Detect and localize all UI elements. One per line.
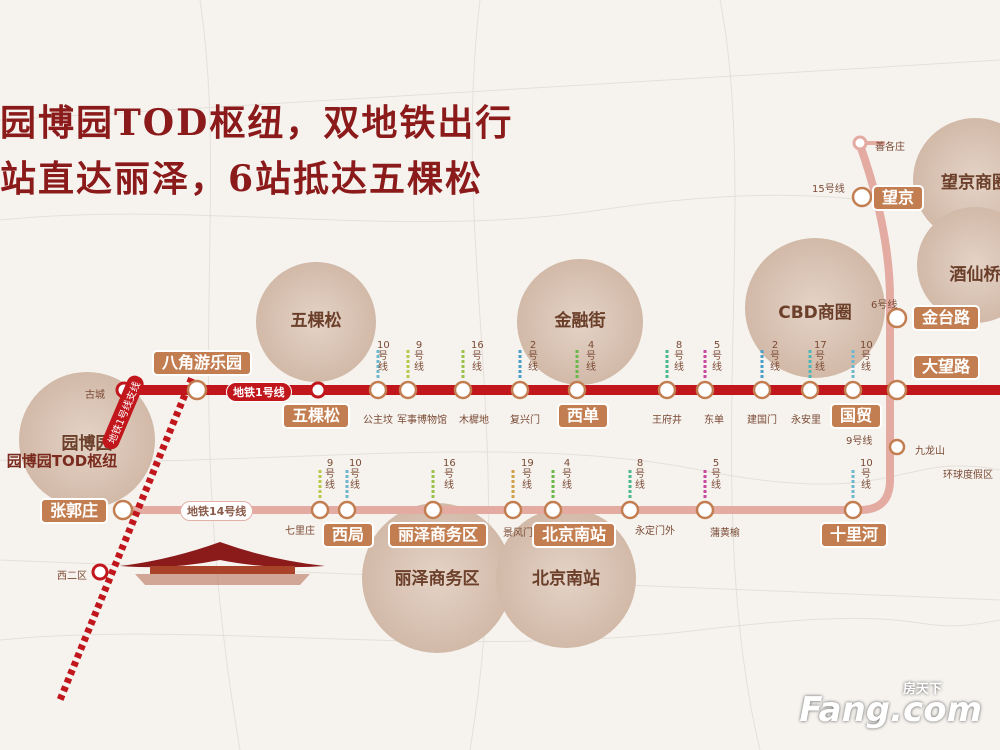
transfer-l5-dongdan: 5号线 — [712, 340, 722, 373]
tod-hub-label: 园博园TOD枢纽 — [6, 452, 118, 470]
zone-circle-jinrongjie — [517, 259, 643, 385]
line-14-label: 地铁14号线 — [180, 501, 254, 521]
zone-label-lize: 丽泽商务区 — [394, 569, 480, 589]
station-beijingnan[interactable]: 北京南站 — [532, 522, 617, 548]
station-fuxingmen: 复兴门 — [510, 415, 540, 426]
station-jintailu[interactable]: 金台路 — [912, 305, 981, 331]
station-wangfujing: 王府井 — [652, 415, 682, 426]
transfer-l8-yongdingmenwai: 8号线 — [635, 458, 645, 491]
transfer-l9-guomao: 9号线 — [846, 436, 873, 447]
station-guomao[interactable]: 国贸 — [830, 403, 883, 429]
station-junbo: 军事博物馆 — [397, 415, 447, 426]
station-dongdan: 东单 — [704, 415, 724, 426]
transfer-l2-fuxingmen: 2号线 — [528, 340, 538, 373]
station-jingfengmen: 景风门 — [503, 528, 533, 539]
transfer-l9-xiju: 9号线 — [325, 458, 335, 491]
zone-label-wangjing: 望京商圈 — [941, 173, 1000, 193]
transfer-l17-yonganli: 17号线 — [814, 340, 827, 373]
station-xiju[interactable]: 西局 — [322, 522, 375, 548]
station-xierqi: 西二区 — [57, 571, 87, 582]
headline-line1: 园博园TOD枢纽，双地铁出行 — [0, 102, 514, 144]
station-muxidi: 木樨地 — [459, 415, 489, 426]
station-shilihe[interactable]: 十里河 — [820, 522, 889, 548]
station-gongzhufen: 公主坟 — [363, 415, 393, 426]
station-yongdingmenwai: 永定门外 — [635, 526, 675, 537]
transfer-l10-shilihe: 10号线 — [860, 458, 873, 491]
zone-label-jinrongjie: 金融街 — [554, 311, 606, 331]
transfer-l16-muxidi: 16号线 — [471, 340, 484, 373]
station-dawanglu[interactable]: 大望路 — [912, 354, 981, 380]
zone-label-cbd: CBD商圈 — [778, 303, 852, 323]
transfer-l6-jintailu: 6号线 — [871, 300, 898, 311]
station-zhangguozhuang[interactable]: 张郭庄 — [40, 498, 109, 524]
transfer-l16-lize: 16号线 — [443, 458, 456, 491]
station-puhuangyu: 蒲黄榆 — [710, 528, 740, 539]
transfer-l19-jingfengmen: 19号线 — [521, 458, 534, 491]
zone-label-yuanboyuan: 园博园 — [61, 434, 113, 454]
station-gucheng: 古城 — [85, 390, 105, 401]
transfer-ticks — [318, 350, 855, 500]
station-lize[interactable]: 丽泽商务区 — [388, 522, 489, 548]
station-jiulongshan: 九龙山 — [915, 446, 945, 457]
transfer-l2-jianguomen: 2号线 — [770, 340, 780, 373]
transfer-l8-wangfujing: 8号线 — [674, 340, 684, 373]
zone-circles — [19, 118, 1000, 653]
transfer-l9-junbo: 9号线 — [414, 340, 424, 373]
station-wukesong[interactable]: 五棵松 — [282, 403, 351, 429]
station-yonganli: 永安里 — [791, 415, 821, 426]
transfer-l4-beijingnan: 4号线 — [562, 458, 572, 491]
transfer-l4-xidan: 4号线 — [586, 340, 596, 373]
transfer-l10-guomao: 10号线 — [860, 340, 873, 373]
transfer-l10-xiju: 10号线 — [349, 458, 362, 491]
transfer-markers — [112, 186, 908, 521]
zone-circle-cbd — [745, 238, 885, 378]
station-jianguomen: 建国门 — [747, 415, 777, 426]
station-qilizhuang: 七里庄 — [285, 526, 315, 537]
transfer-l5-puhuangyu: 5号线 — [711, 458, 721, 491]
line-1-branch — [56, 368, 199, 702]
station-shangezhuang: 善各庄 — [875, 142, 905, 153]
station-huanqiu: 环球度假区 — [943, 470, 993, 481]
zone-label-jiuxianqiao: 酒仙桥 — [949, 265, 1000, 285]
station-xidan[interactable]: 西单 — [557, 403, 610, 429]
station-wangjing[interactable]: 望京 — [872, 185, 925, 211]
pagoda-icon — [120, 542, 325, 585]
zone-circle-jiuxianqiao — [917, 207, 1000, 323]
transfer-l10-gongzhufen: 10号线 — [377, 340, 390, 373]
headline-line2: 站直达丽泽，6站抵达五棵松 — [0, 158, 484, 200]
zone-label-wukesong: 五棵松 — [290, 311, 342, 331]
line-1-label: 地铁1号线 — [226, 382, 292, 402]
watermark-logo: Fang.com 房天下 — [799, 682, 982, 730]
zone-label-beijingnan: 北京南站 — [532, 569, 600, 589]
zone-circle-wukesong — [256, 262, 376, 382]
transfer-l15-wangjing: 15号线 — [812, 184, 845, 195]
station-bajiao[interactable]: 八角游乐园 — [152, 350, 253, 376]
